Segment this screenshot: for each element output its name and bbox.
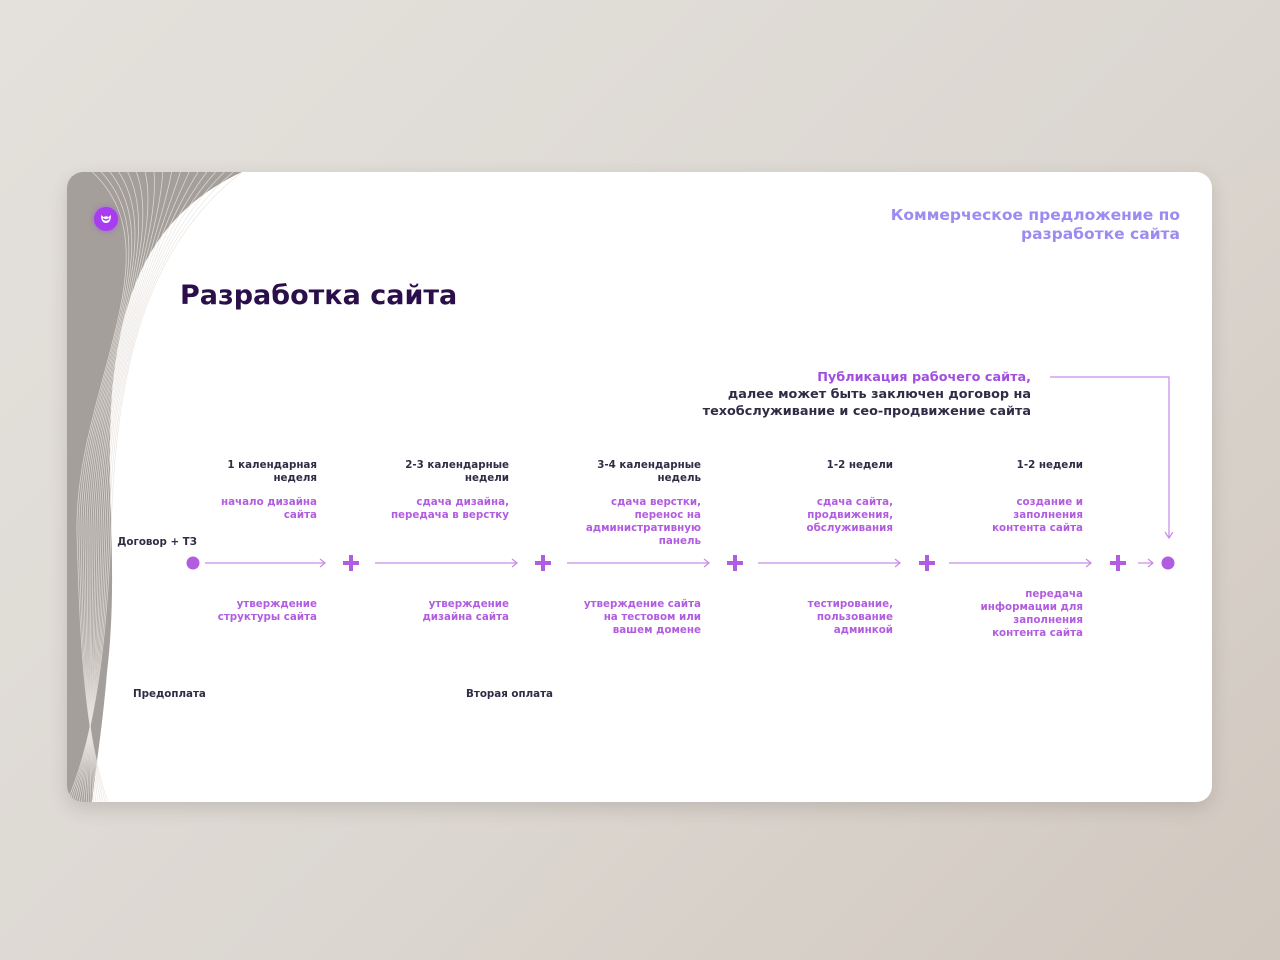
proposal-header: Коммерческое предложение по разработке с…: [820, 206, 1180, 244]
stage-bottom-line: вашем домене: [612, 624, 701, 636]
stage-top-line: сдача сайта,: [816, 496, 893, 508]
payment-first: Предоплата: [133, 688, 206, 700]
publication-note: Публикация рабочего сайта, далее может б…: [611, 369, 1031, 420]
plus-icon: [535, 555, 551, 571]
stage-top-line: сдача верстки,: [610, 496, 701, 508]
arrow-head-icon: [894, 558, 901, 568]
arrow-head-icon: [319, 558, 326, 568]
brand-logo-icon: [94, 207, 118, 231]
plus-icon: [919, 555, 935, 571]
stage-top-line: передача в верстку: [390, 509, 509, 521]
timeline: [186, 376, 1175, 571]
publication-line: далее может быть заключен договор на: [727, 387, 1031, 402]
arrow-head-icon: [1085, 558, 1092, 568]
stage-duration-line: 1 календарная: [227, 459, 317, 471]
stage-bottom-line: заполнения: [1013, 614, 1083, 626]
decorative-wave-lines: [67, 172, 243, 802]
stage-top: сдача дизайна,передача в верстку: [329, 496, 509, 522]
arrow-head-icon: [703, 558, 710, 568]
stage-bottom-line: админкой: [833, 624, 893, 636]
stage-duration: 1-2 недели: [903, 459, 1083, 472]
page-title: Разработка сайта: [180, 280, 458, 311]
stage-top-line: контента сайта: [992, 522, 1083, 534]
header-line: разработке сайта: [1021, 225, 1180, 243]
stage-top-line: создание и: [1016, 496, 1083, 508]
stage-bottom-line: утверждение сайта: [583, 598, 701, 610]
publication-line: Публикация рабочего сайта,: [817, 370, 1031, 385]
stage-duration-line: неделя: [273, 472, 317, 484]
stage-top-line: продвижения,: [807, 509, 893, 521]
stage-duration-line: 3-4 календарные: [597, 459, 701, 471]
stage-top-line: административную: [585, 522, 701, 534]
end-dot: [1161, 556, 1175, 570]
plus-icon: [727, 555, 743, 571]
stage-top-line: панель: [658, 535, 701, 547]
arrow-head-icon: [1164, 531, 1174, 540]
start-label: Договор + ТЗ: [117, 536, 197, 548]
stage-bottom-line: утверждение: [428, 598, 509, 610]
payment-second: Вторая оплата: [466, 688, 554, 700]
publication-line: техобслуживание и сео-продвижение сайта: [702, 404, 1031, 419]
stage-top-line: сдача дизайна,: [416, 496, 509, 508]
stage-top-line: заполнения: [1013, 509, 1083, 521]
header-line: Коммерческое предложение по: [890, 206, 1180, 224]
publication-connector: [1050, 376, 1170, 537]
arrow-head-icon: [1147, 558, 1154, 568]
stage-top-line: начало дизайна: [220, 496, 317, 508]
plus-icon: [1110, 555, 1126, 571]
stage-bottom-line: контента сайта: [992, 627, 1083, 639]
slide: Коммерческое предложение по разработке с…: [67, 172, 1212, 802]
stage-duration-line: 1-2 недели: [1016, 459, 1083, 471]
stage-duration: 1-2 недели: [713, 459, 893, 472]
stage-top-line: обслуживания: [806, 522, 894, 534]
stage-top-line: перенос на: [634, 509, 701, 521]
stage-bottom-line: передача: [1025, 588, 1083, 600]
stage-duration-line: 2-3 календарные: [405, 459, 509, 471]
stage-bottom-line: пользование: [816, 611, 893, 623]
stage-top: сдача сайта,продвижения,обслуживания: [713, 496, 894, 535]
plus-icon: [343, 555, 359, 571]
stage-duration-line: недель: [657, 472, 701, 484]
arrow-head-icon: [511, 558, 518, 568]
start-dot: [186, 556, 200, 570]
wave-fill: [67, 172, 242, 802]
stage-bottom-line: тестирование,: [807, 598, 893, 610]
stage-duration-line: 1-2 недели: [826, 459, 893, 471]
stage-bottom-line: на тестовом или: [603, 611, 701, 623]
stage-bottom-line: утверждение: [236, 598, 317, 610]
stage-bottom-line: информации для: [980, 601, 1083, 613]
wave-line: [76, 172, 127, 802]
stage-bottom-line: дизайна сайта: [422, 611, 509, 623]
stage-bottom-line: структуры сайта: [217, 611, 317, 623]
stage-top-line: сайта: [283, 509, 317, 521]
stage-duration-line: недели: [464, 472, 509, 484]
